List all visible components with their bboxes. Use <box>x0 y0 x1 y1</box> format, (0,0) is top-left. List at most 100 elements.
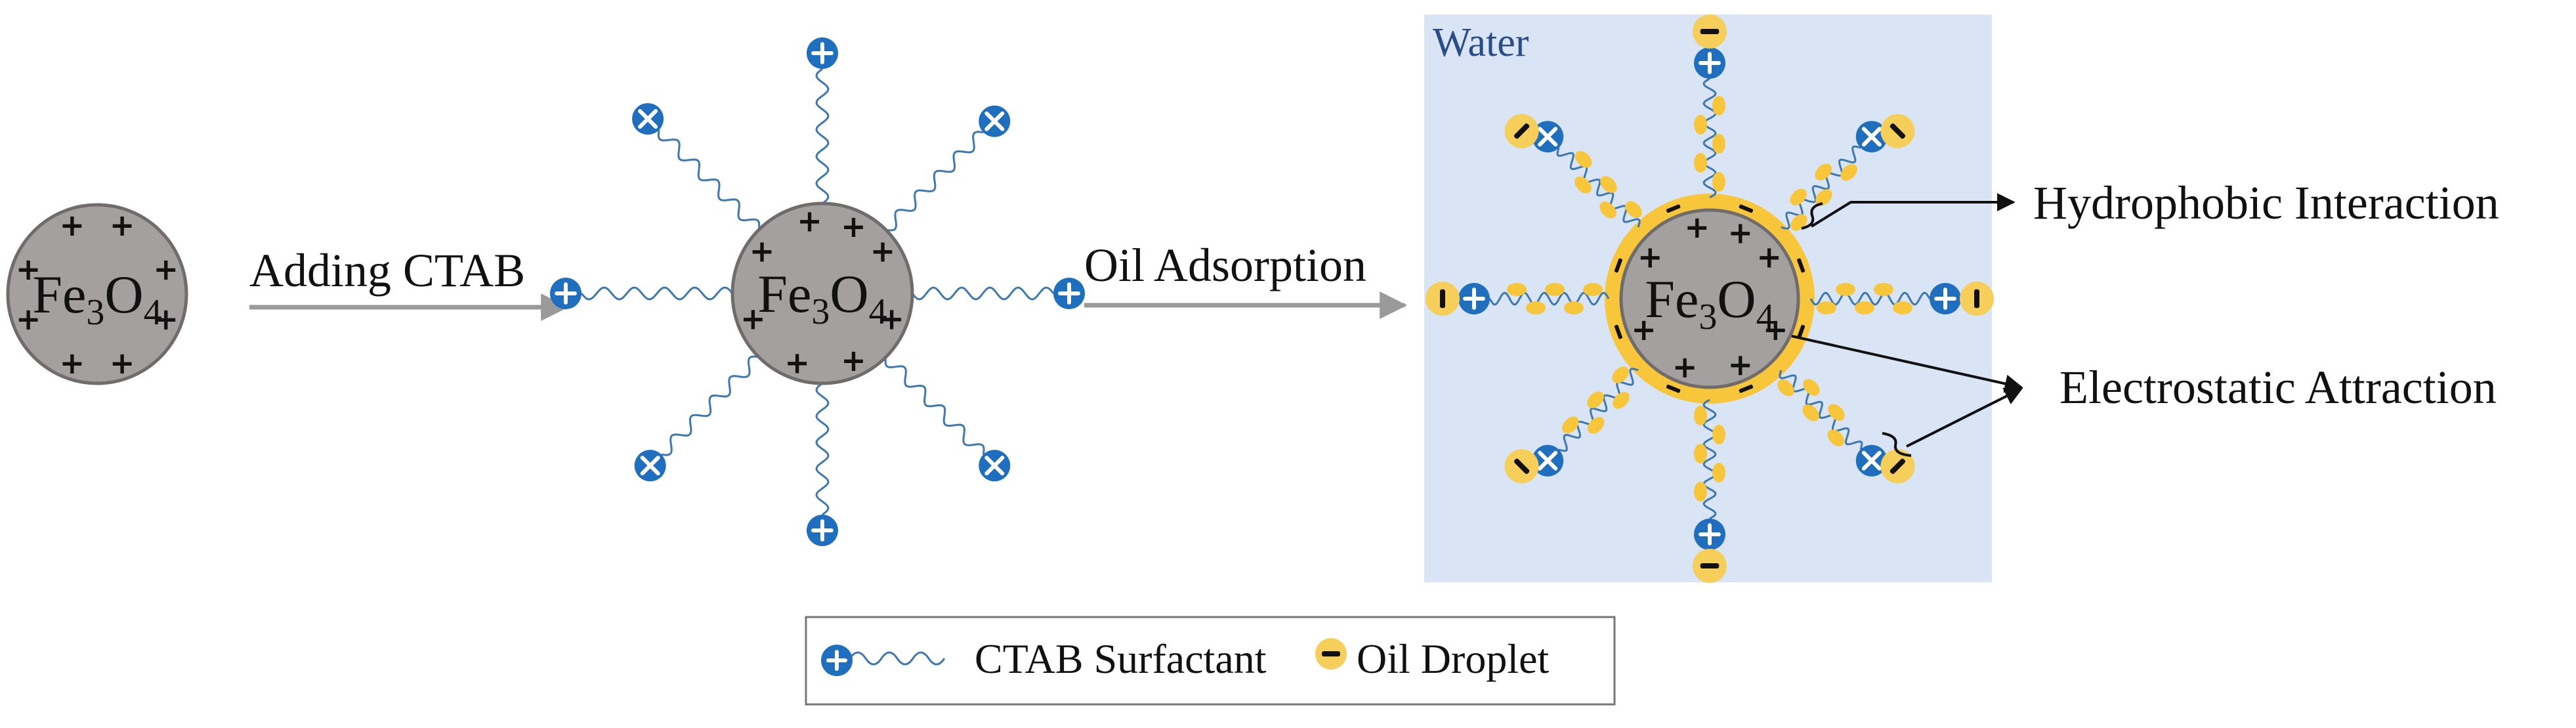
cationic-head-icon <box>821 645 853 676</box>
oil-blob <box>1712 172 1725 192</box>
negative-charge-icon <box>1739 204 1754 213</box>
negative-charge-icon <box>1614 324 1622 339</box>
positive-charge-icon: + <box>16 301 41 337</box>
oil-droplet-icon <box>1504 449 1539 484</box>
surface-charges: ++++++++ <box>16 207 179 381</box>
legend: CTAB Surfactant Oil Droplet <box>805 616 1616 706</box>
step-label: Oil Adsorption <box>1084 239 1366 291</box>
bracket-icon <box>1882 432 1912 457</box>
annotation-hydrophobic: Hydrophobic Interaction <box>1801 177 2499 230</box>
cationic-head-icon <box>1458 283 1490 314</box>
surfactant-tail <box>815 382 830 516</box>
positive-charge-icon: + <box>1728 215 1754 251</box>
oil-blob <box>1827 429 1845 446</box>
oil-droplets <box>1425 14 1994 583</box>
cationic-head-icon <box>979 450 1011 482</box>
oil-blob <box>1817 301 1836 314</box>
oil-blob <box>1828 404 1845 421</box>
positive-charge-icon: + <box>740 301 766 336</box>
positive-charge-icon: + <box>1763 312 1788 347</box>
surfactant-tail <box>1556 147 1641 228</box>
oil-blob <box>1874 283 1893 296</box>
negative-charge-icon <box>1797 324 1805 339</box>
oil-droplet-icon <box>1960 282 1994 316</box>
positive-charge-icon: + <box>841 209 866 244</box>
annotation-arrow <box>1906 387 2023 448</box>
positive-charge-icon: + <box>1728 347 1754 382</box>
surfactant-tail <box>661 355 759 456</box>
oil-blob <box>1694 482 1707 502</box>
water-label: Water <box>1433 20 1529 65</box>
oil-blob <box>1777 379 1794 396</box>
oil-droplet-icon <box>1315 638 1347 670</box>
oil-tail-blobs <box>1507 96 1912 502</box>
oil-blob <box>1625 201 1642 218</box>
positive-charge-icon: + <box>110 207 135 243</box>
oil-blob <box>1562 416 1579 434</box>
oil-blob <box>1803 379 1820 396</box>
surfactant-tail <box>657 129 761 230</box>
positive-charge-icon: + <box>750 234 775 269</box>
oil-droplet-icon <box>1880 114 1915 148</box>
oil-blob <box>1588 417 1605 434</box>
surfactant-tail <box>1781 145 1861 230</box>
oil-blob <box>1790 188 1807 205</box>
surfactant-tail <box>911 286 1055 301</box>
oil-blob <box>1815 189 1832 206</box>
surfactant-tail <box>815 68 830 205</box>
positive-charge-icon: + <box>154 251 179 287</box>
positive-charge-icon: + <box>16 251 41 287</box>
oil-blob <box>1712 96 1725 116</box>
core-label: Fe3O4 <box>757 264 887 332</box>
core-label: Fe3O4 <box>1645 269 1774 337</box>
surface-charges: ++++++++ <box>1631 209 1788 385</box>
annotation-arrow <box>1810 193 2016 228</box>
legend-box <box>805 616 1616 706</box>
oil-blob <box>1694 444 1707 463</box>
negative-charge-icon <box>1614 258 1622 273</box>
oil-loaded-particle: Water ++++++++ Fe3O4 <box>1424 14 1994 583</box>
core-circle <box>730 202 914 385</box>
oil-blob <box>1712 463 1725 482</box>
oil-droplet-icon <box>1504 114 1539 148</box>
surfactant-tail <box>1702 77 1717 199</box>
oil-blob <box>1694 115 1707 135</box>
step-label: Adding CTAB <box>249 244 525 297</box>
cationic-head-icon <box>1855 121 1888 153</box>
positive-charge-icon: + <box>870 234 896 269</box>
surfactant-heads <box>1458 47 1961 550</box>
positive-charge-icon: + <box>1756 240 1782 275</box>
legend-label-surfactant: CTAB Surfactant <box>975 635 1267 682</box>
surfactant-tail-icon <box>849 651 946 666</box>
positive-charge-icon: + <box>1672 349 1698 385</box>
oil-blob <box>1583 283 1603 296</box>
oil-blob <box>1564 301 1584 314</box>
surfactant-heads <box>550 37 1085 546</box>
negative-charge-icon <box>1739 384 1754 393</box>
oil-blob <box>1600 176 1617 193</box>
annotation-label: Electrostatic Attraction <box>2059 361 2497 414</box>
positive-charge-icon: + <box>879 301 904 336</box>
cationic-head-icon <box>1930 283 1961 314</box>
cationic-head-icon <box>1694 519 1725 550</box>
oil-blob <box>1855 301 1874 314</box>
cationic-head-icon <box>632 103 664 135</box>
core-label: Fe3O4 <box>32 265 161 333</box>
cationic-head-icon <box>1855 444 1888 477</box>
annotation-label: Hydrophobic Interaction <box>2033 177 2499 229</box>
surfactant-tails <box>580 68 1055 516</box>
oil-blob <box>1893 301 1912 314</box>
negative-charge-icon <box>1666 204 1681 213</box>
core-circle <box>6 203 188 385</box>
oil-blob <box>1694 406 1707 425</box>
positive-charge-icon: + <box>1631 312 1657 347</box>
positive-charge-icon: + <box>60 345 85 381</box>
cationic-head-icon <box>1053 278 1085 309</box>
bare-particle: ++++++++ Fe3O4 <box>6 203 188 385</box>
cationic-head-icon <box>807 515 838 546</box>
positive-charge-icon: + <box>1637 240 1663 275</box>
oil-blob <box>1712 425 1725 444</box>
oil-blob <box>1790 214 1807 231</box>
surfactant-tail <box>884 356 985 455</box>
